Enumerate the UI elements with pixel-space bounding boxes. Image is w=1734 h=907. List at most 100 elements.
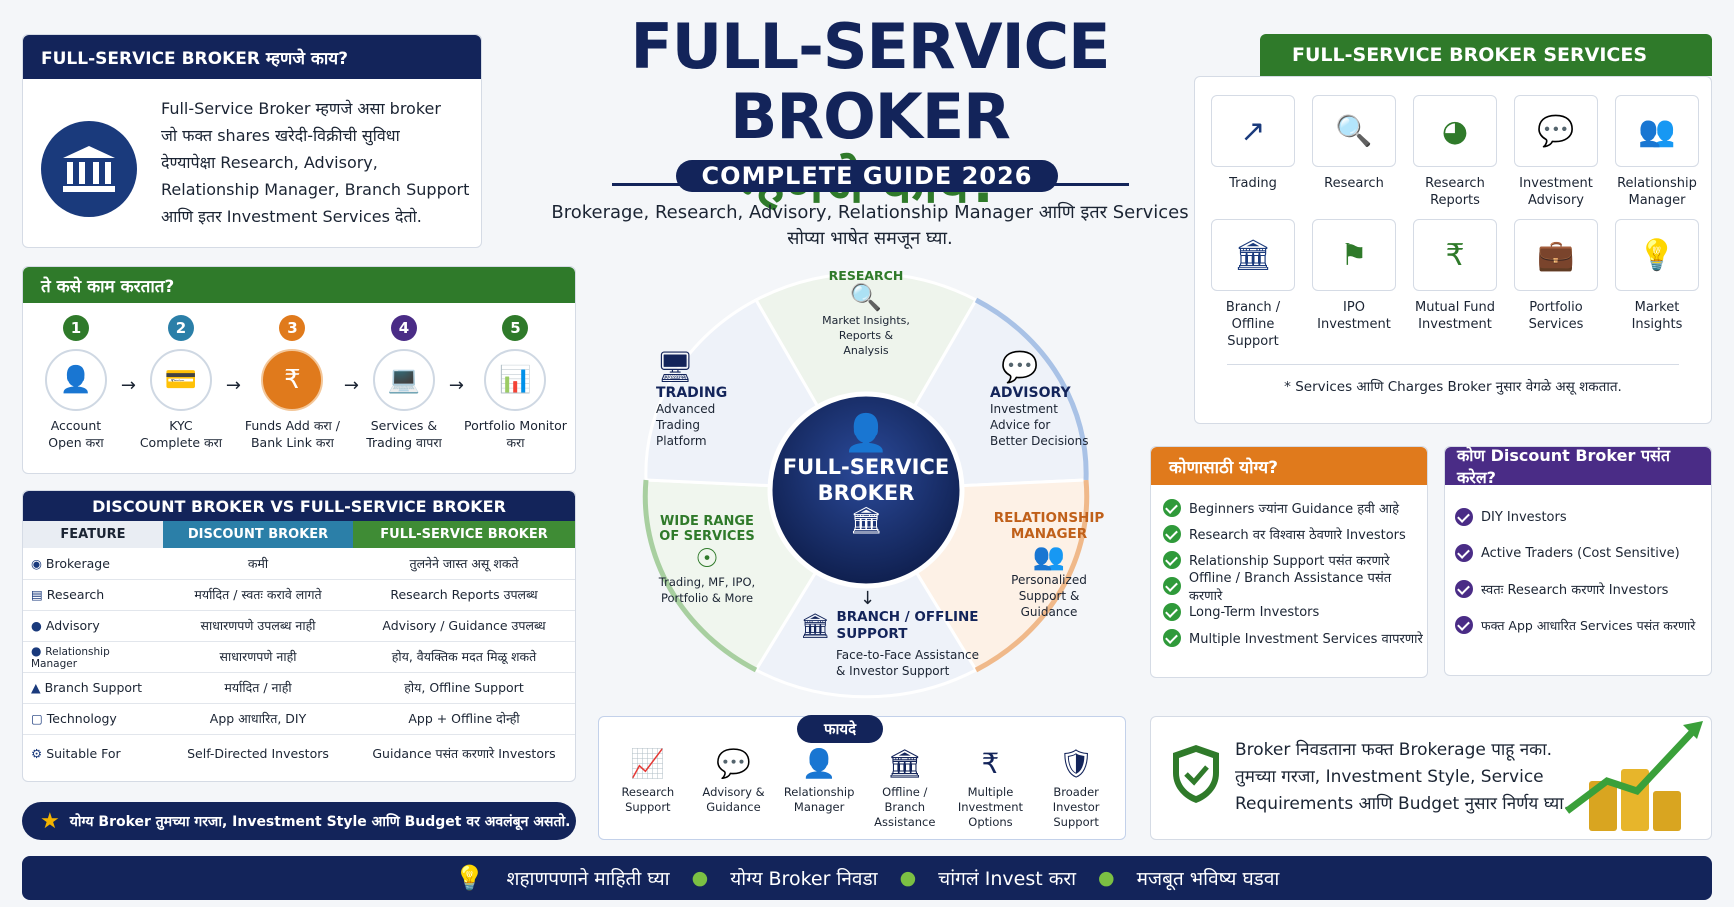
bank-building-icon [41,121,137,217]
what-is-text: Full-Service Broker म्हणजे असा broker जो… [161,99,470,226]
tip-bar: ★ योग्य Broker तुमच्या गरजा, Investment … [22,802,576,840]
coins-growth-icon [1557,721,1707,837]
service-item: 🏛Branch /Offline Support [1211,219,1295,350]
list-item: Beginners ज्यांना Guidance हवी आहे [1163,495,1427,521]
check-icon [1163,629,1181,647]
list-item: Offline / Branch Assistance पसंत करणारे [1163,571,1427,604]
what-is-header: FULL-SERVICE BROKER म्हणजे काय? [23,35,481,79]
step-number: 3 [279,315,306,341]
list-item: Active Traders (Cost Sensitive) [1455,535,1711,571]
list-item: Research वर विश्वास ठेवणारे Investors [1163,521,1427,547]
network-icon: ☉ [695,544,719,574]
divider [611,182,722,186]
service-item: ↗Trading [1211,95,1295,209]
list-item: स्वतः Research करणारे Investors [1455,571,1711,607]
services-note: * Services आणि Charges Broker नुसार वेगळ… [1284,379,1622,395]
services-header: FULL-SERVICE BROKER SERVICES [1260,34,1712,76]
list-item: DIY Investors [1455,499,1711,535]
monitor-icon: ▢ [31,711,47,726]
star-icon: ★ [40,808,60,834]
bank-icon: 🏛 [1211,219,1295,291]
chart-up-icon: 📈 [630,747,666,780]
discount-pref-list: DIY Investors Active Traders (Cost Sensi… [1445,485,1711,643]
discount-pref-card: कोण Discount Broker पसंत करेल? DIY Inves… [1444,446,1712,676]
advisor-icon: ● [31,618,46,633]
step-number: 5 [502,315,529,341]
step-number: 4 [390,315,417,341]
check-icon [1163,577,1181,595]
bulb-icon: 💡 [454,864,485,892]
step-4: 4 💻 Services &Trading वापरा [359,315,449,451]
bar-chart-icon: 📊 [484,349,547,411]
what-is-card: FULL-SERVICE BROKER म्हणजे काय? Full-Ser… [22,34,482,248]
arrow-right-icon: → [448,375,464,396]
col-discount: DISCOUNT BROKER [163,521,353,548]
plant-rupee-icon: ₹ [1413,219,1497,291]
list-item: Long-Term Investors [1163,599,1427,625]
suitable-header: कोणासाठी योग्य? [1151,447,1427,485]
services-divider [1227,364,1679,365]
user-lock-icon: 👤 [44,349,107,411]
guide-badge: COMPLETE GUIDE 2026 [676,160,1058,192]
comparison-header: DISCOUNT BROKER VS FULL-SERVICE BROKER [23,491,575,521]
check-icon [1163,551,1181,569]
arrow-right-icon: → [225,375,241,396]
shield-check-icon: 🛡 [1058,747,1094,780]
footer-bar: 💡 शहाणपणाने माहिती घ्या ● योग्य Broker न… [22,856,1712,900]
check-icon [1455,508,1473,526]
col-full-service: FULL-SERVICE BROKER [353,521,575,548]
suitable-card: कोणासाठी योग्य? Beginners ज्यांना Guidan… [1150,446,1428,678]
people-icon: 👥 [1615,95,1699,167]
people-icon: ● [31,643,46,658]
research-doc-icon: 🔍 [849,283,883,313]
check-icon [1455,616,1473,634]
briefcase-chart-icon: 💼 [1514,219,1598,291]
subtitle: Brokerage, Research, Advisory, Relations… [551,202,1189,249]
segment-wide-range: WIDE RANGE OF SERVICES ☉ Trading, MF, IP… [632,514,782,606]
how-it-works-header: ते कसे काम करतात? [23,267,575,303]
benefits-header: फायदे [797,715,883,743]
step-3: 3 ₹ Funds Add करा /Bank Link करा [241,315,344,451]
services-wheel: 👤 FULL-SERVICE BROKER 🏛 RESEARCH 🔍 Marke… [604,268,1128,710]
divider [1018,182,1129,186]
ipo-flag-icon: ⚑ [1312,219,1396,291]
monitor-chart-icon: 🖥 [656,350,695,385]
arrow-right-icon: → [120,375,136,396]
discount-pref-header: कोण Discount Broker पसंत करेल? [1445,446,1711,487]
bank-icon: 🏛 [800,612,831,640]
rupee-coin-icon: ₹ [261,349,324,411]
wheel-center: 👤 FULL-SERVICE BROKER 🏛 [770,394,962,586]
check-icon [1455,580,1473,598]
gear-people-icon: ⚙ [31,745,47,761]
advice-text: Broker निवडताना फक्त Brokerage पाहू नका.… [1235,740,1569,814]
id-card-icon: 💳 [149,349,212,411]
check-icon [1455,544,1473,562]
step-number: 2 [167,315,194,341]
list-item: फक्त App आधारित Services पसंत करणारे [1455,607,1711,643]
list-item: Relationship Support पसंत करणारे [1163,547,1427,573]
